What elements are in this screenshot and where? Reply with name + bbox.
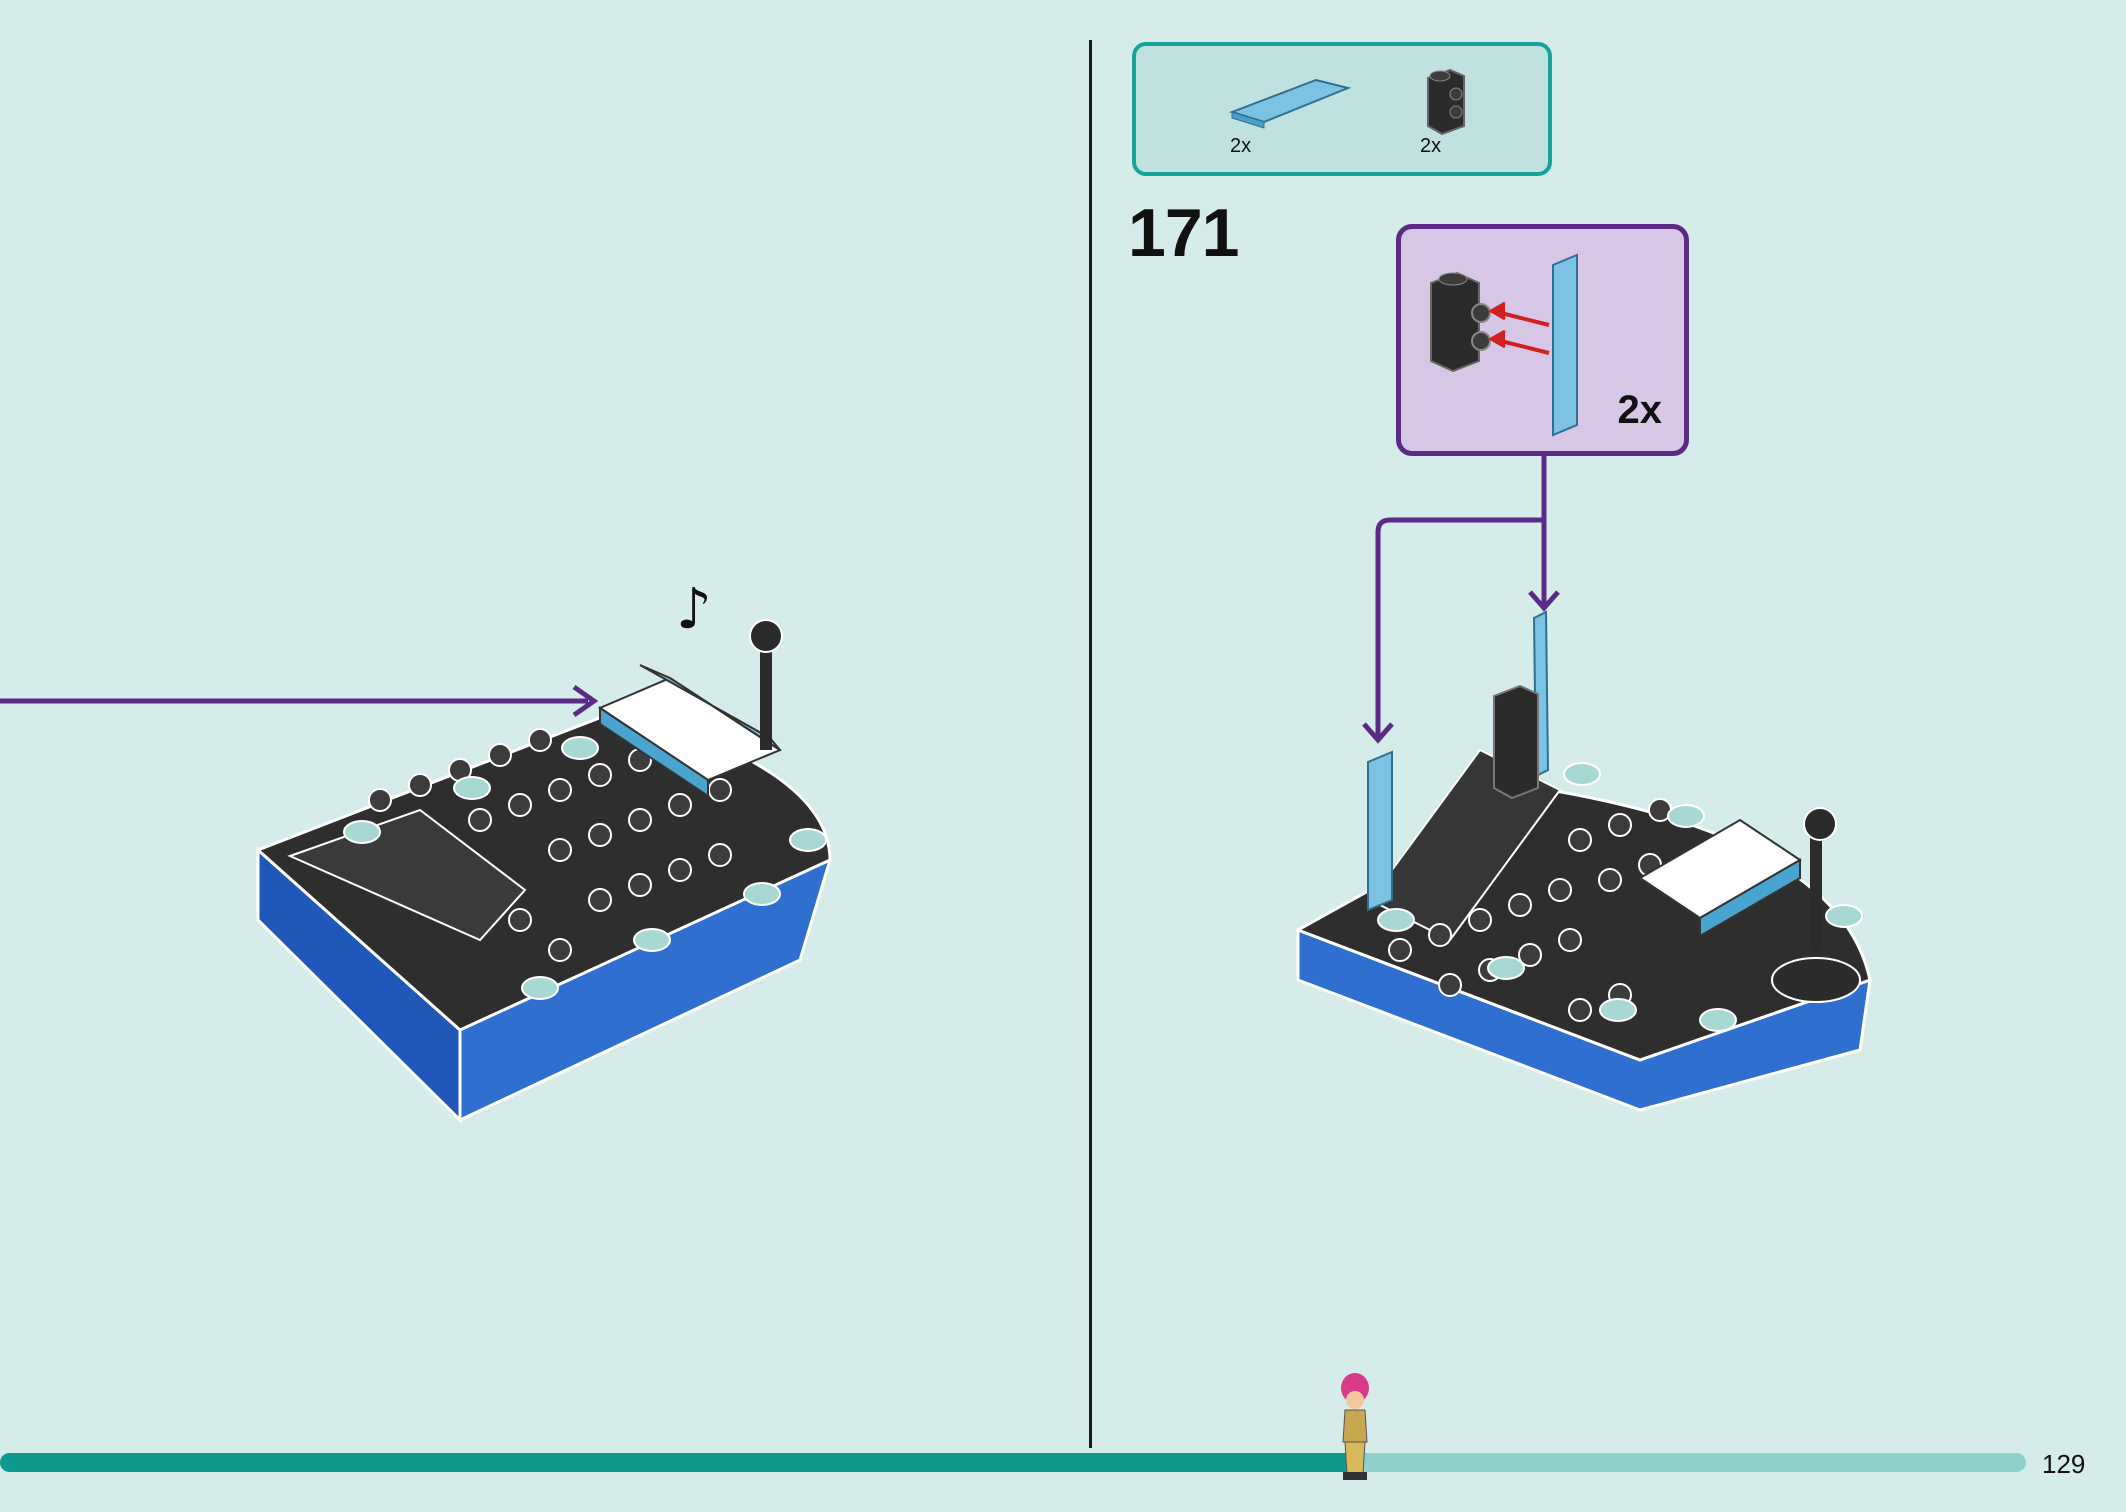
sub-assembly-illustration xyxy=(1430,253,1578,437)
minifigure-progress-marker xyxy=(1341,1373,1369,1480)
current-step-model-illustration xyxy=(1294,610,1872,1112)
previous-model-illustration: ♪ xyxy=(0,577,832,1124)
progress-bar xyxy=(0,1453,2026,1472)
progress-bar-fill xyxy=(0,1453,1357,1472)
parts-item-qty: 2x xyxy=(1420,135,1442,157)
page-number: 129 xyxy=(2042,1449,2086,1479)
page-divider xyxy=(1089,40,1092,1448)
sub-assembly-qty: 2x xyxy=(1617,388,1663,432)
brick-with-studs-icon xyxy=(1427,68,1465,136)
step-number: 171 xyxy=(1128,195,1239,271)
svg-text:♪: ♪ xyxy=(676,577,712,642)
parts-item-qty: 2x xyxy=(1230,135,1252,157)
parts-item-tile: 2x xyxy=(1228,46,1352,172)
flat-tile-icon xyxy=(1228,78,1352,129)
parts-item-brick: 2x xyxy=(1420,46,1540,172)
callout-arrows xyxy=(1362,456,1560,744)
sub-assembly-callout: 2x xyxy=(1396,224,1689,456)
parts-list-box: 2x 2x xyxy=(1132,42,1552,176)
